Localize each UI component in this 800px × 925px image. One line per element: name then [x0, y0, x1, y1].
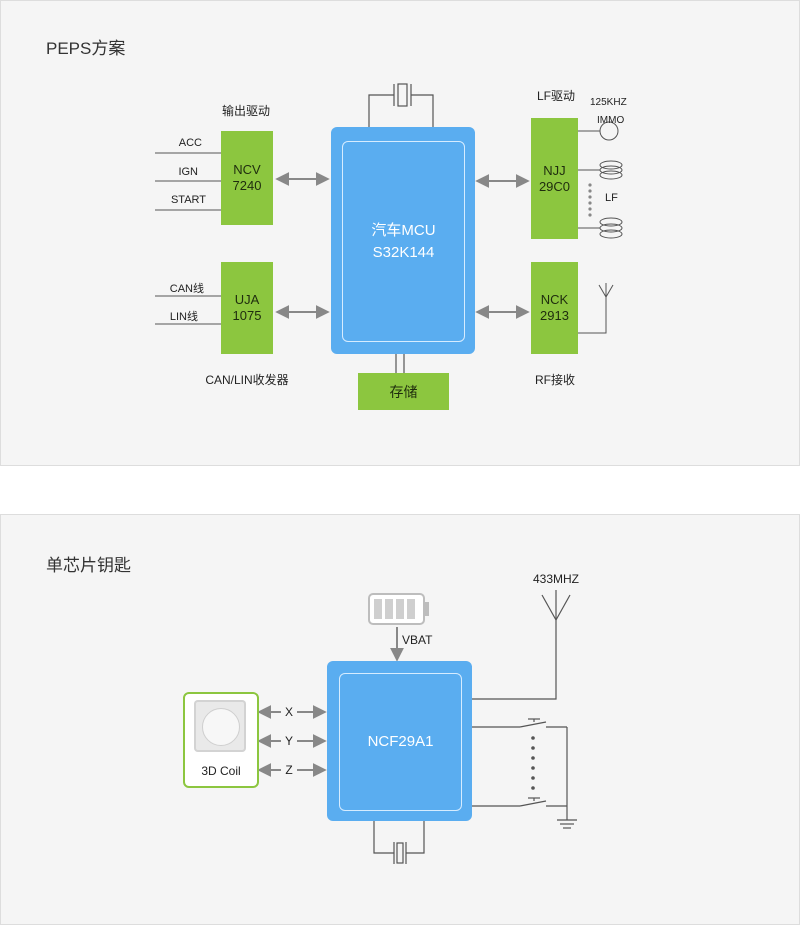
3d-coil-module: 3D Coil: [183, 692, 259, 788]
z-axis-label: Z: [285, 763, 293, 777]
njj29c0-line2: 29C0: [538, 178, 571, 194]
njj29c0-box: NJJ 29C0: [531, 118, 578, 239]
rf-433-antenna: [472, 590, 571, 700]
uja1075-line2: 1075: [232, 308, 262, 323]
freq-label: 125KHZ: [590, 97, 627, 108]
mcu-line2: S32K144: [372, 243, 435, 261]
lf-dots: [588, 183, 592, 217]
coil-chip-icon: [194, 700, 246, 752]
njj29c0-line1: NJJ: [543, 162, 566, 178]
can-lin-title: CAN/LIN收发器: [205, 373, 289, 387]
can-label: CAN线: [169, 283, 204, 295]
acc-label: ACC: [178, 137, 202, 149]
ncv7240-box: NCV 7240: [221, 131, 273, 225]
nck2913-line2: 2913: [540, 308, 569, 323]
storage-box: 存储: [358, 373, 449, 410]
uja1075-line1: UJA: [234, 292, 260, 307]
nck2913-line1: NCK: [540, 292, 569, 307]
mcu-crystal: [368, 83, 434, 127]
mcu-line1: 汽车MCU: [371, 221, 436, 239]
mcu-block: 汽车MCU S32K144: [331, 127, 475, 354]
nck2913-box: NCK 2913: [531, 262, 578, 354]
storage-label: 存储: [389, 383, 418, 400]
drive-signal-lines: [155, 152, 221, 325]
rf-receive-title: RF接收: [535, 373, 575, 387]
lf-drive-title: LF驱动: [536, 89, 576, 103]
storage-bus: [395, 354, 405, 373]
lf-antennas: [578, 121, 623, 239]
immo-label: IMMO: [597, 115, 625, 126]
rf-antenna: [578, 283, 614, 334]
coil-face: [202, 708, 240, 746]
peps-title: PEPS方案: [46, 39, 126, 58]
coil-label: 3D Coil: [201, 764, 241, 778]
battery-icon: [368, 593, 429, 625]
lf-label: LF: [605, 192, 618, 204]
y-axis-label: Y: [284, 734, 294, 748]
button-circuit: [472, 718, 577, 829]
mcu-inner: 汽车MCU S32K144: [342, 141, 465, 342]
ncv7240-line2: 7240: [232, 178, 262, 193]
ncf29a1-label: NCF29A1: [367, 733, 434, 750]
antenna-label: 433MHZ: [533, 572, 580, 586]
drive-title: 输出驱动: [221, 104, 271, 118]
ncf29a1-inner: NCF29A1: [339, 673, 462, 811]
button-dots: [531, 736, 535, 790]
lin-label: LIN线: [169, 311, 198, 323]
chip-crystal: [373, 821, 425, 864]
start-label: START: [170, 194, 206, 206]
ign-label: IGN: [178, 166, 198, 178]
key-title: 单芯片钥匙: [46, 556, 131, 575]
x-axis-label: X: [284, 705, 294, 719]
ncv7240-line1: NCV: [233, 162, 261, 177]
vbat-label: VBAT: [402, 633, 433, 647]
uja1075-box: UJA 1075: [221, 262, 273, 354]
ncf29a1-block: NCF29A1: [327, 661, 472, 821]
immo-coil: [599, 121, 619, 141]
